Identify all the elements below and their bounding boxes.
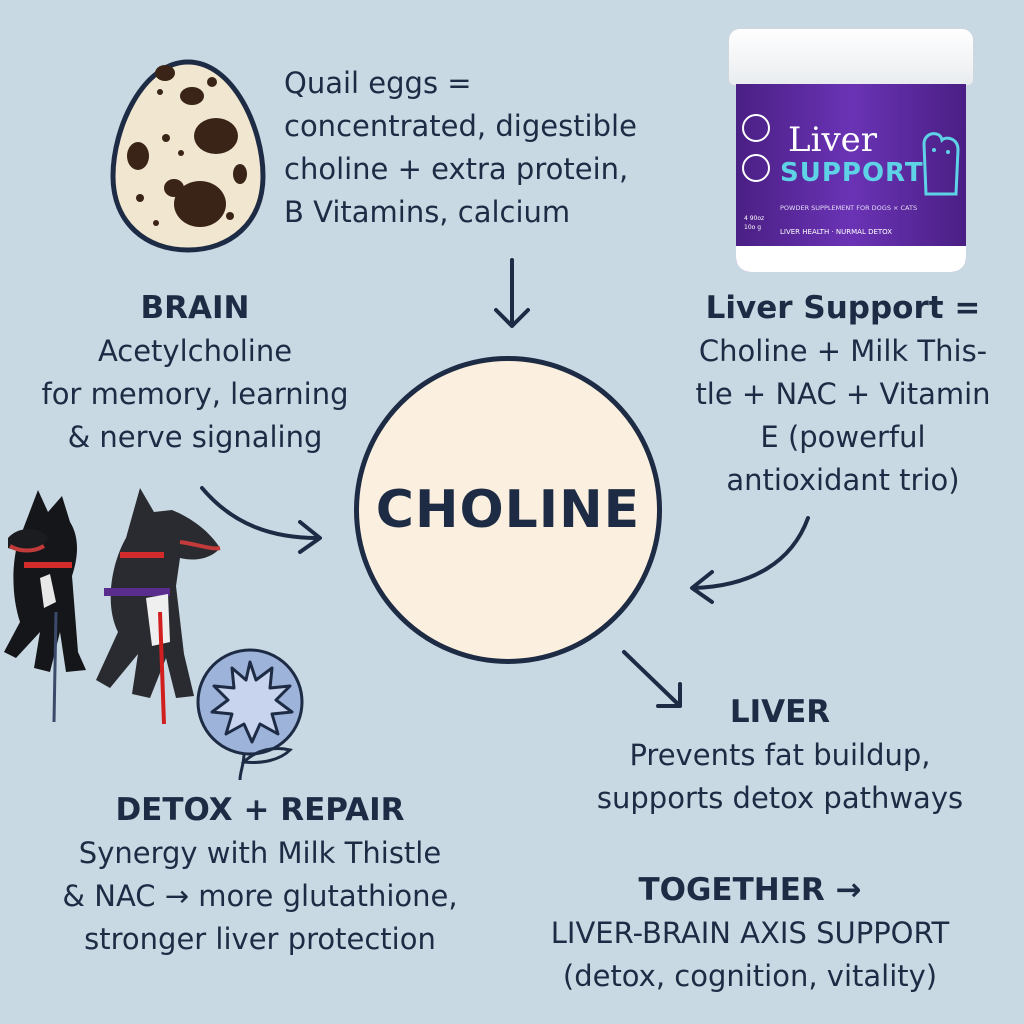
paw-badge-icon bbox=[742, 114, 770, 142]
dogs-photo bbox=[4, 488, 221, 724]
quail-line-3: choline + extra protein, bbox=[284, 152, 629, 186]
together-line-1: LIVER-BRAIN AXIS SUPPORT bbox=[550, 916, 950, 950]
detox-block: DETOX + REPAIR Synergy with Milk Thistle… bbox=[40, 788, 480, 961]
liver-badge-icon bbox=[742, 154, 770, 182]
choline-label: CHOLINE bbox=[375, 480, 641, 540]
dog-cat-illustration-icon bbox=[922, 132, 960, 196]
together-block: TOGETHER → LIVER-BRAIN AXIS SUPPORT (det… bbox=[490, 868, 1010, 998]
brain-line-1: Acetylcholine bbox=[97, 334, 293, 368]
product-jar: 4 90oz 10o g Liver SUPPORT POWDER SUPPLE… bbox=[728, 28, 974, 272]
liver-heading: LIVER bbox=[729, 694, 831, 730]
liver-support-line-3: E (powerful bbox=[760, 420, 926, 454]
jar-weight: 4 90oz 10o g bbox=[744, 215, 765, 231]
liver-line-1: Prevents fat buildup, bbox=[629, 738, 931, 772]
quail-eggs-text: Quail eggs = concentrated, digestible ch… bbox=[284, 62, 664, 234]
together-line-2: (detox, cognition, vitality) bbox=[562, 959, 938, 993]
liver-support-block: Liver Support = Choline + Milk This- tle… bbox=[678, 286, 1008, 502]
liver-block: LIVER Prevents fat buildup, supports det… bbox=[530, 690, 1024, 820]
flower-icon bbox=[196, 648, 304, 781]
jar-tagline: LIVER HEALTH · NURMAL DETOX bbox=[780, 228, 893, 236]
liver-support-line-2: tle + NAC + Vitamin bbox=[695, 377, 991, 411]
jar-title-liver: Liver bbox=[788, 120, 878, 160]
liver-support-heading: Liver Support = bbox=[705, 290, 981, 326]
liver-support-line-4: antioxidant trio) bbox=[726, 463, 960, 497]
brain-heading: BRAIN bbox=[140, 290, 250, 326]
detox-line-3: stronger liver protection bbox=[84, 922, 436, 956]
detox-line-2: & NAC → more glutathione, bbox=[62, 879, 458, 913]
jar-white-band bbox=[736, 246, 966, 272]
quail-line-2: concentrated, digestible bbox=[284, 109, 637, 143]
dog-right bbox=[96, 488, 221, 724]
brain-arrow-icon bbox=[200, 486, 322, 554]
brain-block: BRAIN Acetylcholine for memory, learning… bbox=[20, 286, 370, 459]
dog-left bbox=[4, 490, 86, 723]
liver-arrow-icon bbox=[622, 650, 682, 708]
choline-circle: CHOLINE bbox=[354, 356, 662, 664]
together-heading: TOGETHER → bbox=[638, 872, 862, 908]
quail-egg-icon bbox=[110, 59, 266, 253]
jar-title-support: SUPPORT bbox=[780, 158, 924, 188]
detox-line-1: Synergy with Milk Thistle bbox=[78, 836, 442, 870]
jar-lid bbox=[728, 28, 974, 86]
quail-line-4: B Vitamins, calcium bbox=[284, 195, 571, 229]
jar-label: 4 90oz 10o g Liver SUPPORT POWDER SUPPLE… bbox=[736, 84, 966, 272]
quail-line-1: Quail eggs = bbox=[284, 66, 472, 100]
liver-line-2: supports detox pathways bbox=[596, 781, 964, 815]
jar-subtitle: POWDER SUPPLEMENT FOR DOGS × CATS bbox=[780, 204, 918, 212]
liver-support-arrow-icon bbox=[690, 516, 810, 604]
down-arrow-icon bbox=[494, 258, 530, 328]
brain-line-2: for memory, learning bbox=[41, 377, 349, 411]
detox-heading: DETOX + REPAIR bbox=[115, 792, 405, 828]
liver-support-line-1: Choline + Milk This- bbox=[698, 334, 988, 368]
brain-line-3: & nerve signaling bbox=[67, 420, 323, 454]
